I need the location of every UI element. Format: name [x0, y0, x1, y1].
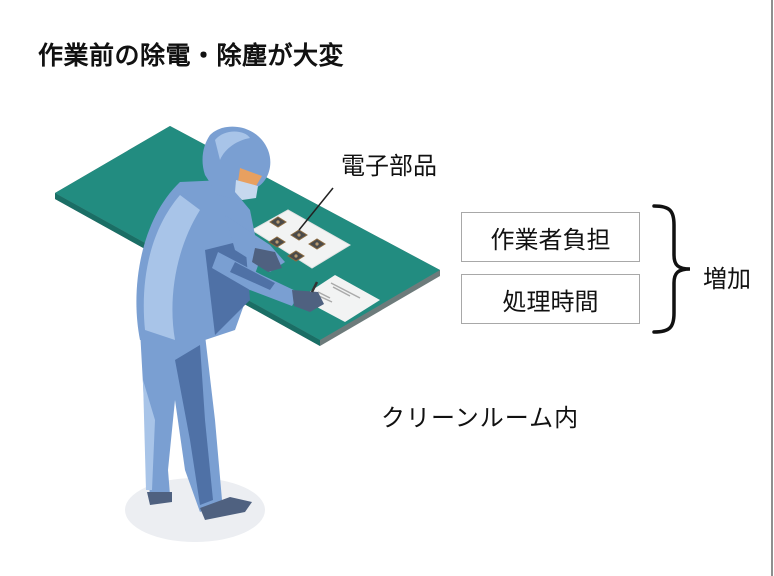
electronic-components-label: 電子部品 — [341, 152, 437, 180]
paper-sheet — [300, 275, 380, 322]
page-title: 作業前の除電・除塵が大変 — [38, 41, 345, 70]
location-label-cleanroom: クリーンルーム内 — [381, 404, 580, 432]
worker-figure — [136, 126, 324, 520]
component-tray — [251, 209, 351, 269]
factor-box-worker-burden: 作業者負担 — [461, 212, 640, 262]
factor-label: 作業者負担 — [490, 225, 611, 254]
callout-leader-line — [298, 187, 334, 231]
right-edge-divider — [771, 0, 773, 576]
factor-box-processing-time: 処理時間 — [461, 274, 640, 324]
result-label-increase: 増加 — [703, 265, 751, 293]
factor-label: 処理時間 — [502, 287, 599, 316]
right-curly-brace-icon — [652, 204, 691, 334]
